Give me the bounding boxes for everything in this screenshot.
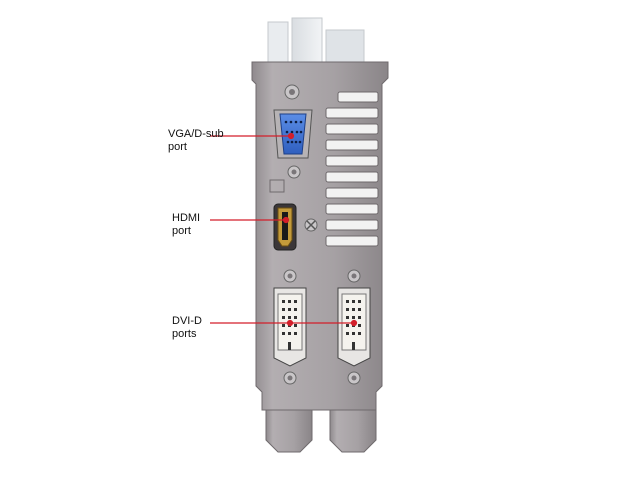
bracket-plate (251, 61, 389, 453)
dvi-port-icon (273, 269, 307, 385)
emblem-box (269, 179, 285, 193)
vent-slots (325, 91, 379, 247)
screw-icon (284, 84, 300, 100)
heatsink-top (267, 17, 365, 69)
vga-callout-dot (287, 132, 295, 140)
callout-leaders (210, 132, 358, 327)
hdmi-port-icon (273, 203, 297, 251)
dvi-port-icon (337, 269, 371, 385)
hdmi-callout-label: HDMI port (172, 212, 200, 238)
dvi-right-callout-dot (350, 319, 358, 327)
vga-callout-label: VGA/D-sub port (168, 128, 224, 154)
hdmi-callout-line2: port (172, 225, 191, 237)
hdmi-callout-dot (282, 216, 290, 224)
screw-icon (287, 165, 301, 179)
hdmi-callout-line1: HDMI (172, 212, 201, 224)
dvi-callout-label: DVI-D ports (172, 315, 202, 341)
dvi-left-callout-dot (286, 319, 294, 327)
vga-callout-line1: VGA/D-sub (168, 128, 224, 140)
screw-icon (304, 218, 318, 232)
dvi-callout-line2: ports (172, 328, 197, 340)
vga-callout-line2: port (168, 141, 187, 153)
dvi-callout-line1: DVI-D (172, 315, 202, 327)
